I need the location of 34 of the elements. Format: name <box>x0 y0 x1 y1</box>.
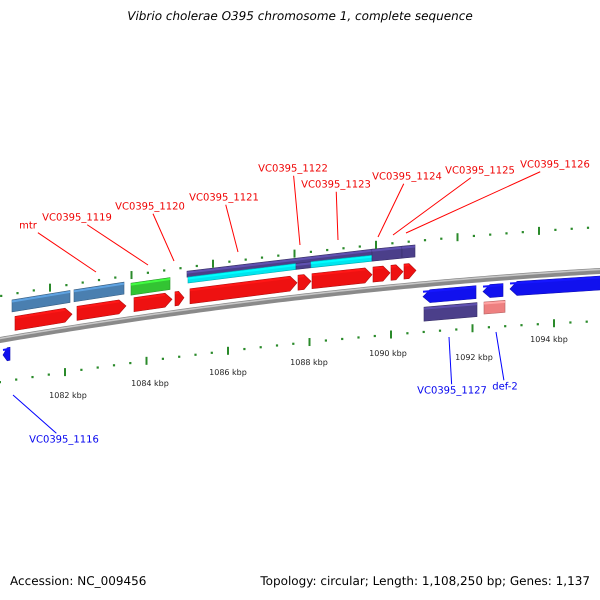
leader-line <box>392 177 472 236</box>
leader-line <box>378 183 404 238</box>
gene-label: def-2 <box>492 381 518 393</box>
leader-line <box>406 171 541 234</box>
scale-label: 1086 kbp <box>209 368 247 378</box>
gene-label: VC0395_1120 <box>115 201 185 213</box>
gene-label: VC0395_1126 <box>520 159 590 171</box>
gene-label: VC0395_1125 <box>445 165 515 177</box>
scale-label: 1084 kbp <box>131 379 169 388</box>
leader-line <box>225 204 238 252</box>
leader-line <box>293 175 300 246</box>
gene-label: VC0395_1116 <box>29 434 99 446</box>
leader-line <box>448 336 452 385</box>
scale-label: 1082 kbp <box>49 391 87 400</box>
scale-label: 1094 kbp <box>530 335 568 344</box>
leader-line <box>152 213 174 262</box>
title: Vibrio cholerae O395 chromosome 1, complete sequence <box>126 10 474 24</box>
leader-line <box>336 191 338 240</box>
summary-text: Topology: circular; Length: 1,108,250 bp; Genes: 1,137 <box>260 574 590 589</box>
scale-label: 1092 kbp <box>455 353 493 362</box>
gene-label: VC0395_1119 <box>42 212 112 224</box>
gene-label: VC0395_1124 <box>372 171 442 183</box>
gene-label: mtr <box>19 220 37 232</box>
gene-label: VC0395_1122 <box>258 163 328 175</box>
gene-label: VC0395_1127 <box>417 385 487 397</box>
leader-line <box>496 332 504 381</box>
scale-label: 1088 kbp <box>290 358 328 368</box>
gene-label: VC0395_1121 <box>189 192 259 204</box>
gene-label: VC0395_1123 <box>301 179 371 191</box>
accession-text: Accession: NC_009456 <box>10 574 146 589</box>
leader-line <box>86 224 148 266</box>
leader-line <box>12 394 57 434</box>
leader-line <box>37 232 96 272</box>
scale-label: 1090 kbp <box>369 349 407 358</box>
